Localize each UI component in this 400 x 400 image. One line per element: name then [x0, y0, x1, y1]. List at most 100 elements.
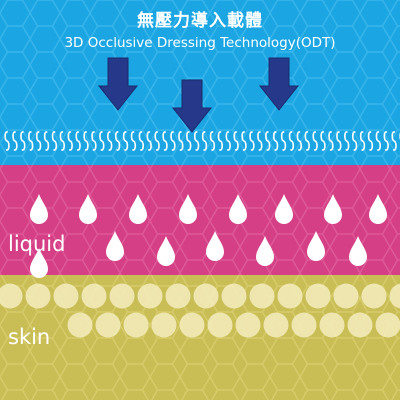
- skin-cell-icon: [165, 283, 191, 309]
- skin-cell-icon: [0, 283, 23, 309]
- membrane-squiggle: [304, 131, 310, 151]
- membrane-squiggle: [367, 131, 374, 151]
- membrane-squiggle: [4, 131, 10, 151]
- membrane-squiggle: [146, 131, 152, 151]
- skin-cell-icon: [67, 312, 93, 338]
- skin-cell-icon: [95, 312, 121, 338]
- skin-cell-icon: [193, 283, 219, 309]
- skin-cell-icon: [375, 312, 400, 338]
- diagram-title-english: 3D Occlusive Dressing Technology(ODT): [64, 35, 336, 51]
- skin-cell-icon: [137, 283, 163, 309]
- skin-cell-icon: [25, 283, 51, 309]
- skin-cell-icon: [389, 283, 400, 309]
- membrane-squiggle: [312, 131, 318, 151]
- membrane-squiggle: [51, 131, 58, 151]
- membrane-squiggle: [241, 131, 247, 151]
- membrane-squiggle: [138, 131, 144, 151]
- skin-cell-icon: [207, 312, 233, 338]
- membrane-squiggle: [170, 131, 176, 151]
- skin-cell-icon: [263, 312, 289, 338]
- membrane-squiggle: [375, 131, 381, 151]
- membrane-squiggle: [43, 131, 50, 151]
- membrane-squiggle: [225, 131, 231, 151]
- membrane-squiggle: [99, 131, 105, 151]
- skin-cell-icon: [305, 283, 331, 309]
- skin-cell-icon: [81, 283, 107, 309]
- membrane-squiggle: [359, 131, 366, 151]
- arrow-down-icon: [97, 57, 139, 111]
- skin-cell-icon: [291, 312, 317, 338]
- water-drop-icon: [179, 194, 197, 224]
- membrane-squiggle: [122, 131, 129, 151]
- membrane-wave: [4, 131, 400, 151]
- skin-cell-icon: [277, 283, 303, 309]
- water-drop-icon: [369, 194, 387, 224]
- membrane-squiggle: [28, 131, 34, 151]
- skin-cell-icon: [249, 283, 275, 309]
- membrane-squiggle: [391, 131, 397, 151]
- membrane-squiggle: [193, 131, 200, 151]
- membrane-squiggle: [186, 131, 192, 151]
- water-drop-icon: [307, 231, 325, 261]
- membrane-squiggle: [162, 131, 168, 151]
- membrane-squiggle: [12, 131, 18, 151]
- membrane-squiggle: [351, 131, 358, 151]
- arrow-group: [97, 57, 300, 133]
- water-drop-icon: [256, 236, 274, 266]
- membrane-squiggle: [296, 131, 302, 151]
- membrane-squiggle: [67, 131, 73, 151]
- membrane-squiggle: [83, 131, 89, 151]
- membrane-squiggle: [288, 131, 295, 151]
- membrane-squiggle: [59, 131, 65, 151]
- water-drop-icon: [157, 236, 175, 266]
- skin-cell-icon: [53, 283, 79, 309]
- membrane-squiggle: [91, 131, 97, 151]
- water-drop-icon: [129, 194, 147, 224]
- skin-cell-icon: [123, 312, 149, 338]
- membrane-squiggle: [114, 131, 121, 151]
- drop-group: [30, 194, 387, 278]
- membrane-squiggle: [201, 131, 208, 151]
- water-drop-icon: [324, 194, 342, 224]
- membrane-squiggle: [217, 131, 223, 151]
- membrane-squiggle: [178, 131, 184, 151]
- skin-cell-icon: [319, 312, 345, 338]
- membrane-squiggle: [257, 131, 263, 151]
- membrane-squiggle: [75, 131, 81, 151]
- liquid-layer-label: liquid: [8, 232, 66, 256]
- membrane-squiggle: [35, 131, 42, 151]
- skin-layer-label: skin: [8, 325, 51, 349]
- skin-cell-icon: [109, 283, 135, 309]
- membrane-squiggle: [233, 131, 239, 151]
- diagram-title-chinese: 無壓力導入載體: [137, 11, 263, 31]
- membrane-squiggle: [265, 131, 271, 151]
- water-drop-icon: [229, 194, 247, 224]
- membrane-squiggle: [154, 131, 160, 151]
- water-drop-icon: [30, 248, 48, 278]
- membrane-squiggle: [130, 131, 137, 151]
- membrane-squiggle: [107, 131, 113, 151]
- skin-cell-icon: [333, 283, 359, 309]
- membrane-squiggle: [320, 131, 326, 151]
- membrane-squiggle: [20, 131, 26, 151]
- membrane-squiggle: [336, 131, 342, 151]
- cell-group: [0, 283, 400, 338]
- arrow-down-icon: [258, 57, 300, 111]
- water-drop-icon: [79, 194, 97, 224]
- skin-cell-icon: [361, 283, 387, 309]
- skin-cell-icon: [151, 312, 177, 338]
- skin-cell-icon: [221, 283, 247, 309]
- membrane-squiggle: [344, 131, 350, 151]
- water-drop-icon: [206, 231, 224, 261]
- arrow-down-icon: [171, 79, 213, 133]
- skin-cell-icon: [347, 312, 373, 338]
- membrane-squiggle: [280, 131, 287, 151]
- membrane-squiggle: [383, 131, 389, 151]
- water-drop-icon: [30, 194, 48, 224]
- membrane-squiggle: [249, 131, 255, 151]
- membrane-squiggle: [328, 131, 334, 151]
- water-drop-icon: [275, 194, 293, 224]
- membrane-squiggle: [209, 131, 216, 151]
